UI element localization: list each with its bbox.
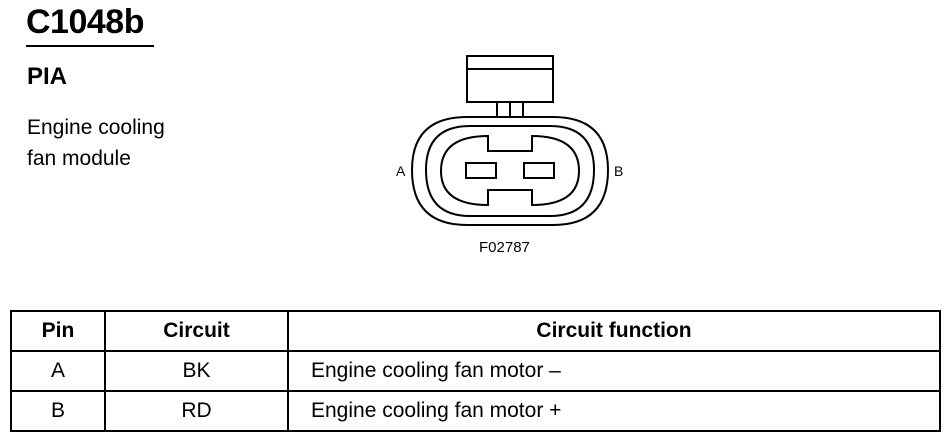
pinout-table: Pin Circuit Circuit function A BK Engine… (10, 310, 941, 432)
housing-inner (424, 125, 596, 217)
terminal-b (523, 162, 555, 179)
header-circuit-function: Circuit function (287, 310, 941, 352)
cell-pin: A (10, 350, 106, 392)
table-row: B RD Engine cooling fan motor + (10, 390, 941, 432)
pin-label-b: B (614, 163, 624, 179)
title-underline (26, 45, 154, 47)
connector-code: PIA (27, 63, 68, 90)
pin-label-a: A (396, 163, 406, 179)
locking-tab (466, 55, 554, 118)
connector-description: Engine cooling fan module (27, 116, 165, 170)
connector-id: C1048b (26, 3, 144, 41)
table-header-row: Pin Circuit Circuit function (10, 310, 941, 352)
cell-function: Engine cooling fan motor + (287, 390, 941, 432)
terminal-cavity (439, 134, 581, 207)
cell-pin: B (10, 390, 106, 432)
table-row: A BK Engine cooling fan motor – (10, 350, 941, 392)
header-pin: Pin (10, 310, 106, 352)
connector-diagram (410, 55, 610, 226)
terminal-a (465, 162, 497, 179)
cell-circuit: BK (104, 350, 289, 392)
cell-circuit: RD (104, 390, 289, 432)
header-circuit: Circuit (104, 310, 289, 352)
figure-id: F02787 (479, 239, 530, 256)
housing-outer (410, 116, 610, 226)
cell-function: Engine cooling fan motor – (287, 350, 941, 392)
